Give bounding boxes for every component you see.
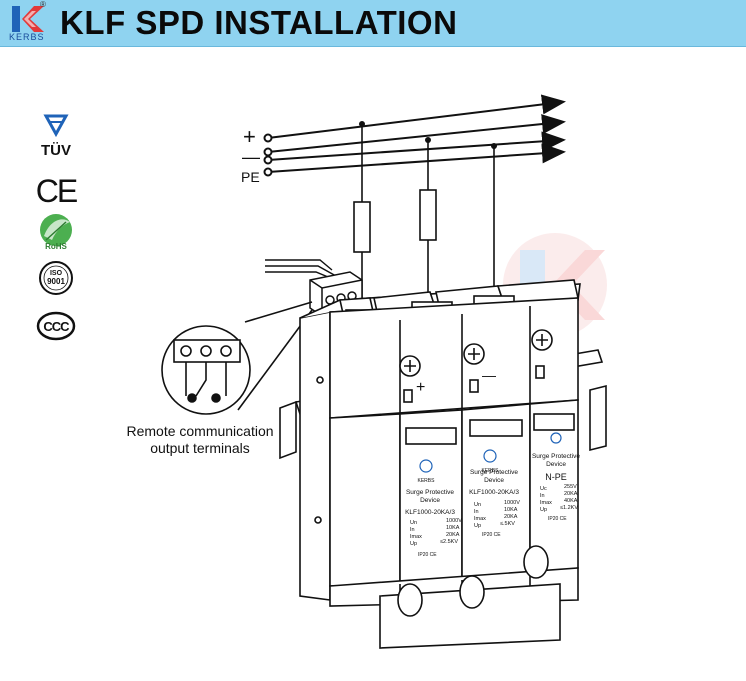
bus-line-plus (267, 114, 566, 153)
svg-text:Uc: Uc (540, 486, 547, 492)
svg-text:≤1.2KV: ≤1.2KV (560, 505, 578, 511)
svg-text:Surge Protective: Surge Protective (470, 469, 518, 476)
svg-text:1000V: 1000V (504, 500, 520, 506)
svg-text:Un: Un (410, 520, 417, 526)
ce-label: CE (36, 173, 77, 209)
svg-text:In: In (540, 493, 545, 499)
svg-text:≤2.5KV: ≤2.5KV (440, 539, 458, 545)
plus-line-label: + (243, 124, 256, 149)
svg-text:9001: 9001 (47, 277, 65, 286)
svg-text:CCC: CCC (43, 319, 70, 334)
remote-terminal-zoom (161, 301, 313, 415)
svg-text:Device: Device (420, 497, 440, 504)
registered-mark: ® (40, 0, 46, 9)
kerbs-logo-icon (12, 6, 44, 32)
callout-line-2: output terminals (150, 440, 250, 456)
svg-text:Up: Up (540, 507, 547, 513)
module-minus-label: KERBS Surge Protective Device KLF1000-20… (469, 449, 520, 538)
terminal-symbol-plus: + (416, 379, 425, 396)
fuse-plus (353, 201, 371, 253)
svg-text:Surge Protective: Surge Protective (406, 489, 454, 496)
bus-line-pe (267, 143, 566, 173)
svg-text:Surge Protective: Surge Protective (532, 453, 580, 460)
callout-line-1: Remote communication (126, 423, 273, 439)
certification-list: TÜV CE RoHS ISO 9001 CCC (36, 114, 79, 341)
ccc-icon: CCC (36, 311, 76, 341)
svg-text:20KA: 20KA (504, 514, 518, 520)
page-title: KLF SPD INSTALLATION (60, 4, 458, 41)
svg-text:IP20 CE: IP20 CE (548, 516, 567, 522)
bus-line-minus (267, 131, 566, 161)
svg-text:KLF1000-20KA/3: KLF1000-20KA/3 (469, 489, 519, 496)
fuse-minus (419, 189, 437, 241)
svg-text:Imax: Imax (474, 516, 486, 522)
svg-text:Device: Device (546, 461, 566, 468)
svg-text:ISO: ISO (50, 270, 63, 277)
svg-text:In: In (410, 527, 415, 533)
svg-text:40KA: 40KA (564, 498, 578, 504)
svg-text:IP20 CE: IP20 CE (418, 552, 437, 558)
installation-diagram: + — PE Re (126, 94, 607, 649)
fuse-wires (353, 124, 495, 298)
pe-line-label: PE (241, 169, 260, 185)
module-plus-label: KERBS Surge Protective Device KLF1000-20… (405, 459, 462, 558)
svg-text:255V: 255V (564, 484, 577, 490)
tuv-label: TÜV (41, 142, 71, 159)
svg-text:20KA: 20KA (446, 532, 460, 538)
iso9001-icon: ISO 9001 (39, 261, 73, 295)
svg-text:Un: Un (474, 502, 481, 508)
bus-line-top (267, 94, 566, 139)
ce-icon: CE (36, 173, 79, 209)
svg-text:Up: Up (410, 541, 417, 547)
svg-text:Imax: Imax (410, 534, 422, 540)
svg-text:10KA: 10KA (446, 525, 460, 531)
rohs-icon: RoHS (40, 214, 72, 251)
svg-text:KERBS: KERBS (418, 478, 436, 484)
svg-text:Up: Up (474, 523, 481, 529)
tuv-icon: TÜV (41, 114, 71, 159)
module-pe-label: Surge Protective Device N-PE Uc 255V In … (532, 432, 580, 522)
bus-lines (267, 94, 566, 173)
svg-text:1000V: 1000V (446, 518, 462, 524)
svg-text:10KA: 10KA (504, 507, 518, 513)
svg-text:20KA: 20KA (564, 491, 578, 497)
svg-text:N-PE: N-PE (545, 472, 567, 482)
svg-text:KLF1000-20KA/3: KLF1000-20KA/3 (405, 509, 455, 516)
spd-device (299, 279, 581, 649)
rohs-label: RoHS (45, 242, 67, 251)
svg-text:≤.5KV: ≤.5KV (500, 521, 515, 527)
header-bar: KERBS ® KLF SPD INSTALLATION (0, 0, 746, 47)
svg-text:KERBS: KERBS (482, 468, 500, 474)
terminal-symbol-minus: — (482, 367, 496, 383)
svg-text:In: In (474, 509, 479, 515)
minus-line-label: — (242, 147, 260, 167)
svg-text:IP20 CE: IP20 CE (482, 532, 501, 538)
svg-text:Device: Device (484, 477, 504, 484)
logo-text: KERBS (9, 32, 45, 42)
svg-text:Imax: Imax (540, 500, 552, 506)
